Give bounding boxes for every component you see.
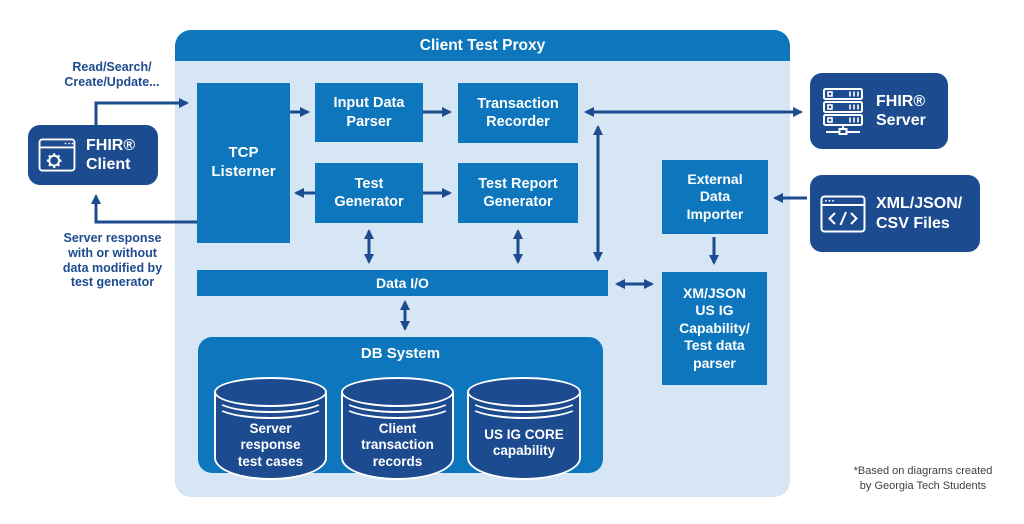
db-server-response-label: Server response test cases	[237, 421, 304, 469]
xml-json-csv-files-box: XML/JSON/ CSV Files	[810, 175, 980, 252]
external-data-importer-box: External Data Importer	[662, 160, 768, 234]
client-test-proxy-title: Client Test Proxy	[419, 36, 546, 54]
transaction-recorder-box: Transaction Recorder	[458, 83, 578, 143]
cylinder-cap	[214, 377, 327, 407]
fhir-server-box: FHIR® Server	[810, 73, 948, 149]
xml-json-csv-files-label: XML/JSON/ CSV Files	[876, 195, 963, 232]
cylinder-cap	[341, 377, 454, 407]
fhir-client-label: FHIR® Client	[86, 136, 136, 173]
attribution-note: *Based on diagrams created by Georgia Te…	[853, 465, 993, 493]
db-cylinder-client-transactions: Client transaction records	[341, 377, 454, 480]
input-data-parser-label: Input Data Parser	[333, 95, 405, 130]
request-annotation: Read/Search/ Create/Update...	[64, 60, 160, 89]
db-cylinder-server-response: Server response test cases	[214, 377, 327, 480]
fhir-client-box: FHIR® Client	[28, 125, 158, 185]
cylinder-ridge	[214, 389, 327, 419]
browser-gear-icon	[38, 138, 76, 172]
xmjson-parser-box: XM/JSON US IG Capability/ Test data pars…	[662, 272, 767, 385]
test-report-generator-label: Test Report Generator	[478, 175, 558, 210]
db-system-title: DB System	[360, 345, 441, 362]
cylinder-ridge	[341, 389, 454, 419]
xmjson-parser-label: XM/JSON US IG Capability/ Test data pars…	[679, 284, 750, 371]
server-stack-icon	[820, 87, 866, 135]
data-io-bar: Data I/O	[197, 270, 608, 296]
test-report-generator-box: Test Report Generator	[458, 163, 578, 223]
code-window-icon	[820, 195, 866, 233]
db-cylinder-usig-core: US IG CORE capability	[467, 377, 581, 480]
cylinder-cap	[467, 377, 581, 407]
db-usig-core-label: US IG CORE capability	[484, 427, 564, 459]
client-test-proxy-header: Client Test Proxy	[175, 30, 790, 61]
transaction-recorder-label: Transaction Recorder	[477, 95, 559, 130]
tcp-listener-label: TCP Listerner	[211, 144, 276, 180]
cylinder-ridge	[467, 389, 581, 419]
data-io-label: Data I/O	[376, 275, 429, 291]
input-data-parser-box: Input Data Parser	[315, 83, 423, 142]
tcp-listener-box: TCP Listerner	[197, 83, 290, 243]
fhir-server-label: FHIR® Server	[876, 92, 926, 129]
test-generator-box: Test Generator	[315, 163, 423, 223]
external-data-importer-label: External Data Importer	[686, 170, 744, 222]
test-generator-label: Test Generator	[334, 175, 404, 210]
db-client-transactions-label: Client transaction records	[361, 421, 434, 469]
response-annotation: Server response with or without data mod…	[62, 231, 163, 290]
